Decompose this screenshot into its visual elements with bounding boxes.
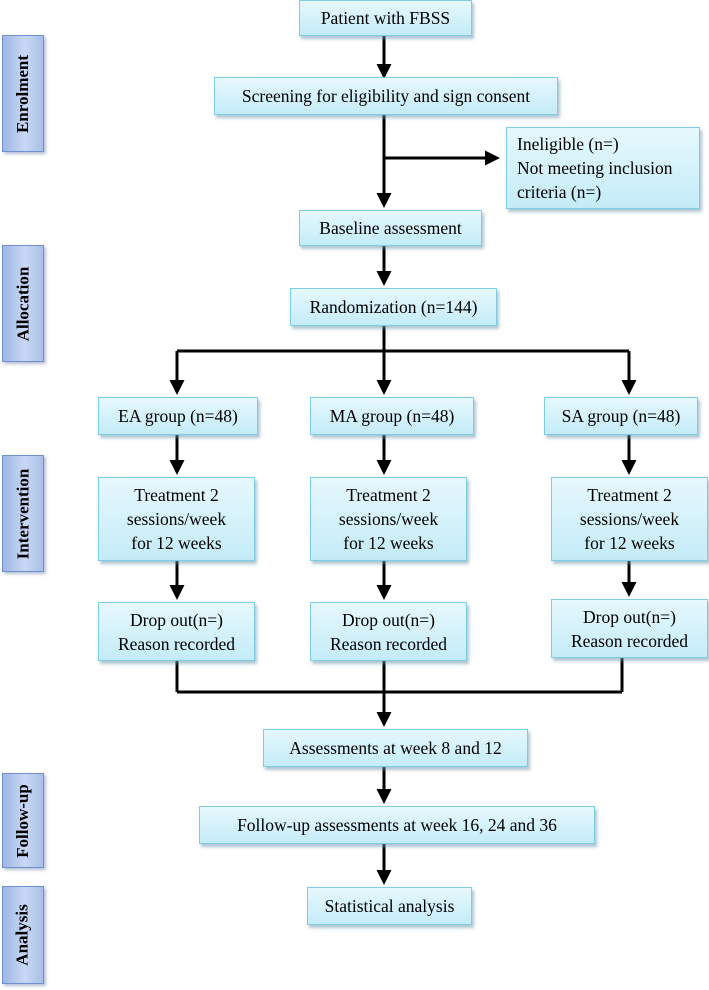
- analysis-text: Statistical analysis: [324, 896, 455, 916]
- followup-text: Follow-up assessments at week 16, 24 and…: [237, 815, 557, 835]
- ma-dropout-line-1: Drop out(n=): [342, 609, 435, 630]
- stage-enrolment: Enrolment: [2, 35, 44, 152]
- ea-dropout-line-2: Reason recorded: [117, 633, 236, 654]
- stage-allocation-label: Allocation: [13, 266, 33, 341]
- sa-group-box: SA group (n=48): [544, 397, 698, 435]
- assessments-box: Assessments at week 8 and 12: [263, 729, 528, 767]
- baseline-box: Baseline assessment: [299, 210, 482, 246]
- baseline-text: Baseline assessment: [319, 218, 462, 238]
- sa-dropout-box: Drop out(n=) Reason recorded: [551, 599, 708, 658]
- ineligible-line-3: criteria (n=): [517, 182, 602, 202]
- screening-box: Screening for eligibility and sign conse…: [214, 77, 558, 115]
- ineligible-line-1: Ineligible (n=): [517, 134, 619, 154]
- stage-analysis-label: Analysis: [13, 904, 33, 966]
- stage-allocation: Allocation: [2, 245, 44, 362]
- ea-dropout-box: Drop out(n=) Reason recorded: [98, 602, 255, 661]
- sa-group-text: SA group (n=48): [561, 406, 681, 426]
- stage-follow-up: Follow-up: [2, 773, 44, 868]
- ea-dropout-line-1: Drop out(n=): [130, 609, 223, 630]
- stage-follow-up-label: Follow-up: [13, 783, 32, 858]
- ea-treatment-box: Treatment 2 sessions/week for 12 weeks: [98, 477, 255, 561]
- sa-treatment-box: Treatment 2 sessions/week for 12 weeks: [551, 477, 708, 561]
- ma-treatment-line-1: Treatment 2: [346, 485, 431, 505]
- stage-analysis: Analysis: [2, 886, 44, 984]
- ma-treatment-box: Treatment 2 sessions/week for 12 weeks: [310, 477, 467, 561]
- ea-treatment-line-2: sessions/week: [126, 509, 227, 529]
- randomization-box: Randomization (n=144): [290, 288, 497, 326]
- patient-text: Patient with FBSS: [320, 8, 451, 28]
- patient-box: Patient with FBSS: [299, 0, 472, 36]
- sa-dropout-line-2: Reason recorded: [570, 630, 689, 651]
- stage-intervention-label: Intervention: [13, 468, 33, 559]
- stage-enrolment-label: Enrolment: [13, 54, 33, 133]
- ineligible-line-2: Not meeting inclusion: [517, 158, 673, 178]
- stage-intervention: Intervention: [2, 455, 44, 572]
- ma-treatment-line-3: for 12 weeks: [343, 533, 434, 553]
- sa-dropout-line-1: Drop out(n=): [583, 606, 676, 627]
- randomization-text: Randomization (n=144): [309, 297, 478, 317]
- ma-treatment-line-2: sessions/week: [338, 509, 439, 529]
- sa-treatment-line-2: sessions/week: [579, 509, 680, 529]
- sa-treatment-line-1: Treatment 2: [587, 485, 672, 505]
- ma-dropout-box: Drop out(n=) Reason recorded: [310, 602, 467, 661]
- ma-group-box: MA group (n=48): [310, 397, 474, 435]
- ea-group-text: EA group (n=48): [118, 406, 238, 426]
- ma-group-text: MA group (n=48): [329, 406, 455, 426]
- followup-box: Follow-up assessments at week 16, 24 and…: [199, 806, 595, 844]
- assessments-text: Assessments at week 8 and 12: [289, 738, 502, 758]
- ea-treatment-line-3: for 12 weeks: [131, 533, 222, 553]
- ineligible-box: Ineligible (n=) Not meeting inclusion cr…: [506, 127, 700, 209]
- ea-group-box: EA group (n=48): [98, 397, 258, 435]
- screening-text: Screening for eligibility and sign conse…: [241, 86, 531, 106]
- analysis-box: Statistical analysis: [307, 887, 472, 925]
- sa-treatment-line-3: for 12 weeks: [584, 533, 675, 553]
- ma-dropout-line-2: Reason recorded: [329, 633, 448, 654]
- ea-treatment-line-1: Treatment 2: [134, 485, 219, 505]
